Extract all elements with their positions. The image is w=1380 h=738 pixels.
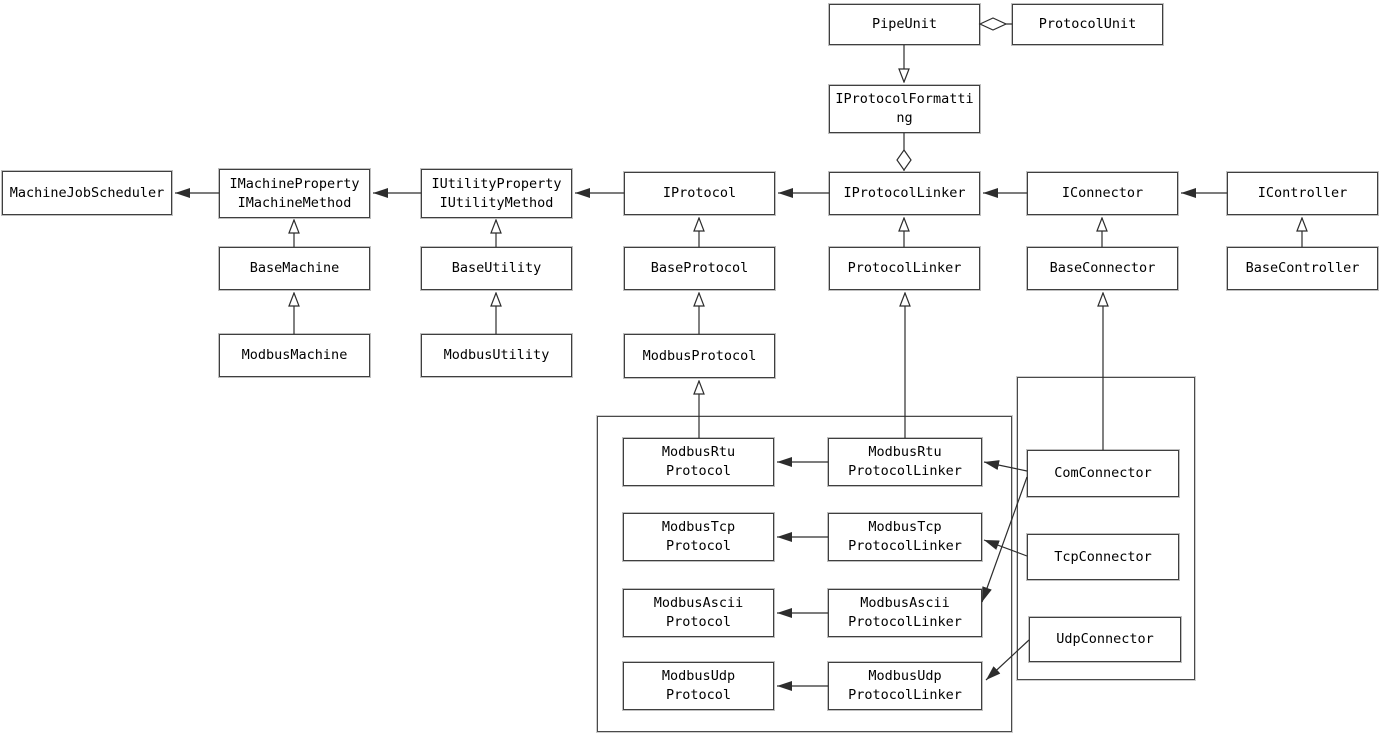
class-box-modbus-tcp-protocol: ModbusTcp Protocol (623, 513, 774, 561)
class-box-machine-job-scheduler: MachineJobScheduler (2, 171, 172, 215)
class-label: ProtocolLinker (848, 687, 962, 703)
aggregation-diamond-pipeunit (978, 17, 1008, 31)
class-label: Protocol (665, 614, 732, 630)
class-label: ModbusProtocol (642, 347, 757, 364)
class-label: ModbusTcp (868, 519, 942, 535)
class-label: IProtocolFormatti (835, 91, 974, 107)
class-label: IController (1257, 185, 1348, 201)
class-label: ComConnector (1054, 465, 1152, 481)
class-label: BaseUtility (451, 260, 542, 276)
class-box-base-machine: BaseMachine (219, 247, 370, 290)
class-box-com-connector: ComConnector (1027, 450, 1179, 497)
class-box-modbus-rtu-protocol: ModbusRtu Protocol (623, 438, 774, 486)
class-box-modbus-ascii-protocol: ModbusAscii Protocol (623, 589, 774, 637)
class-label: ProtocolLinker (847, 260, 962, 276)
class-box-modbus-protocol: ModbusProtocol (624, 334, 775, 378)
class-box-modbus-udp-protocol: ModbusUdp Protocol (623, 662, 774, 710)
class-label: IMachineProperty (229, 175, 360, 192)
class-label: IProtocolLinker (843, 185, 966, 201)
class-box-tcp-connector: TcpConnector (1027, 534, 1179, 580)
class-label: ModbusRtu (868, 444, 942, 460)
class-box-base-protocol: BaseProtocol (624, 247, 775, 290)
class-label: UdpConnector (1056, 631, 1154, 647)
class-box-modbus-udp-protocol-linker: ModbusUdp ProtocolLinker (828, 662, 982, 710)
class-box-i-utility: IUtilityProperty IUtilityMethod (421, 169, 572, 218)
class-label: PipeUnit (871, 16, 938, 32)
class-label: TcpConnector (1054, 548, 1152, 565)
class-label: BaseProtocol (650, 260, 749, 276)
class-label: MachineJobScheduler (9, 184, 165, 201)
class-label: IUtilityMethod (439, 194, 554, 211)
class-label: BaseController (1245, 260, 1360, 276)
class-label: ProtocolUnit (1038, 16, 1137, 32)
class-box-base-connector: BaseConnector (1027, 247, 1178, 290)
class-label: ModbusUtility (443, 347, 550, 363)
class-label: IConnector (1061, 185, 1144, 201)
class-box-pipe-unit: PipeUnit (829, 4, 980, 45)
class-box-modbus-ascii-protocol-linker: ModbusAscii ProtocolLinker (828, 589, 982, 637)
class-label: ModbusUdp (868, 668, 942, 684)
class-label: ModbusAscii (860, 595, 950, 611)
class-label: IUtilityProperty (431, 175, 562, 192)
aggregation-diamond-iprotocollinker (896, 148, 912, 172)
class-label: ModbusTcp (661, 519, 736, 535)
class-label: ProtocolLinker (848, 538, 962, 554)
class-box-modbus-utility: ModbusUtility (421, 334, 572, 377)
class-box-base-controller: BaseController (1227, 247, 1378, 290)
class-label: ng (896, 110, 913, 126)
class-box-i-connector: IConnector (1027, 172, 1178, 215)
class-box-i-protocol-linker: IProtocolLinker (829, 172, 980, 215)
class-box-udp-connector: UdpConnector (1029, 617, 1181, 662)
class-box-protocol-linker: ProtocolLinker (829, 247, 980, 290)
class-label: ModbusRtu (661, 444, 736, 460)
class-box-modbus-rtu-protocol-linker: ModbusRtu ProtocolLinker (828, 438, 982, 486)
class-label: Protocol (665, 463, 732, 479)
class-label: BaseMachine (249, 260, 340, 276)
class-box-i-protocol-formatting: IProtocolFormatti ng (829, 85, 980, 133)
class-label: ProtocolLinker (848, 614, 962, 630)
class-box-i-protocol: IProtocol (624, 172, 775, 215)
class-label: Protocol (665, 538, 732, 554)
class-box-modbus-tcp-protocol-linker: ModbusTcp ProtocolLinker (828, 513, 982, 561)
class-label: ModbusAscii (653, 595, 744, 611)
class-label: Protocol (665, 687, 732, 703)
class-box-protocol-unit: ProtocolUnit (1012, 4, 1163, 45)
class-label: ModbusMachine (241, 347, 348, 363)
class-label: IProtocol (662, 185, 737, 201)
class-box-base-utility: BaseUtility (421, 247, 572, 290)
class-label: ModbusUdp (661, 668, 736, 684)
class-label: BaseConnector (1049, 260, 1156, 276)
class-label: IMachineMethod (237, 194, 352, 211)
class-box-i-machine: IMachineProperty IMachineMethod (219, 169, 370, 218)
class-box-i-controller: IController (1227, 172, 1378, 215)
class-label: ProtocolLinker (848, 463, 962, 479)
class-box-modbus-machine: ModbusMachine (219, 334, 370, 377)
